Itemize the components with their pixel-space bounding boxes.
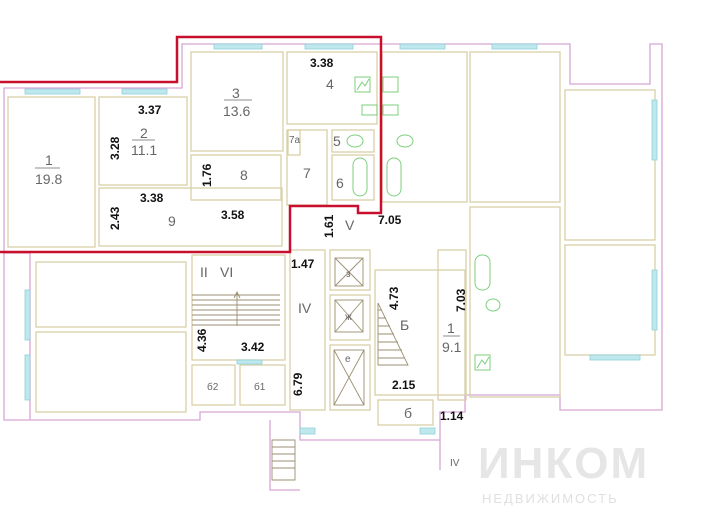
room-4-number: 4: [326, 76, 334, 92]
zone-b: б: [404, 405, 412, 421]
room-1-number: 1: [45, 152, 53, 168]
dim-stair-B-width: 2.15: [392, 378, 416, 392]
room-3-area: 13.6: [223, 103, 250, 119]
dim-small: 1.14: [440, 409, 464, 423]
room-2-area: 11.1: [131, 142, 157, 158]
room-2-number: 2: [140, 125, 148, 141]
dim-room9-width: 3.38: [140, 191, 164, 205]
unit-1-area: 9.1: [442, 339, 462, 355]
zone-VI: VI: [220, 264, 233, 280]
apartment-outline: [0, 35, 383, 254]
stairs: [192, 290, 409, 481]
dim-room9-length: 3.58: [221, 208, 245, 222]
room-6-number: 6: [336, 175, 344, 191]
dim-corridor-IV: 6.79: [291, 372, 305, 396]
dim-hall: 1.47: [291, 257, 315, 271]
zone-b2: б2: [207, 381, 219, 393]
svg-text:НЕДВИЖИМОСТЬ: НЕДВИЖИМОСТЬ: [482, 491, 619, 506]
shaft-zh: ж: [345, 312, 352, 323]
zone-b1: б1: [254, 381, 266, 393]
windows: [24, 43, 658, 435]
dim-room4: 3.38: [310, 56, 334, 70]
room-3-number: 3: [232, 85, 240, 101]
room-9-number: 9: [168, 213, 176, 229]
dim-corridor-length: 7.05: [378, 213, 402, 227]
svg-text:ИНКОМ: ИНКОМ: [478, 439, 649, 488]
dim-stair-height: 4.36: [195, 328, 209, 352]
watermark-logo: ИНКОМ НЕДВИЖИМОСТЬ: [478, 439, 649, 506]
room-8-number: 8: [240, 167, 248, 183]
dim-stair-width: 3.42: [241, 340, 265, 354]
elevator-shafts: [333, 257, 365, 406]
zone-II: II: [200, 264, 208, 280]
zone-IV-exit: IV: [450, 458, 460, 469]
plumbing-fixtures: [346, 76, 501, 371]
room-1-area: 19.8: [35, 171, 62, 187]
zone-IV: IV: [298, 300, 312, 316]
shaft-z: з: [346, 269, 351, 280]
dim-room2-height: 3.28: [108, 136, 122, 160]
room-7-number: 7: [303, 165, 311, 181]
shaft-e: е: [345, 354, 351, 365]
zone-B: Б: [400, 317, 409, 333]
dim-room8: 1.76: [200, 163, 214, 187]
dim-corridor-V: 1.61: [322, 214, 336, 238]
zone-V: V: [345, 217, 355, 233]
dim-room9-height: 2.43: [108, 206, 122, 230]
room-5-number: 5: [333, 133, 341, 149]
unit-1-number: 1: [447, 320, 455, 336]
dim-stair-B: 4.73: [387, 286, 401, 310]
dim-room2-width: 3.37: [138, 103, 162, 117]
outer-walls: [3, 43, 663, 491]
room-7a-number: 7а: [289, 135, 301, 146]
dim-unit-1: 7.03: [454, 288, 468, 312]
